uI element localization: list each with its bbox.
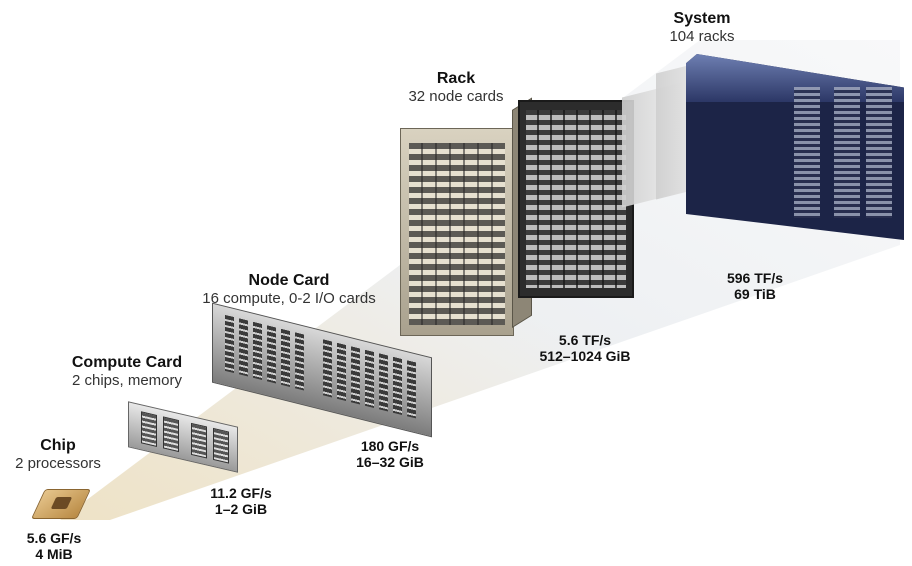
node-card-perf: 180 GF/s xyxy=(360,438,420,454)
rack-image xyxy=(400,128,514,336)
system-memory: 69 TiB xyxy=(734,286,776,303)
system-title: System xyxy=(673,10,731,27)
rack-specs: 5.6 TF/s 512–1024 GiB xyxy=(520,332,650,364)
chip-label: Chip 2 processors xyxy=(0,437,116,473)
system-perf: 596 TF/s xyxy=(726,270,784,286)
compute-card-memory: 1–2 GiB xyxy=(214,501,268,518)
compute-card-perf: 11.2 GF/s xyxy=(210,485,272,501)
node-card-label: Node Card 16 compute, 0-2 I/O cards xyxy=(186,272,392,308)
chip-title: Chip xyxy=(40,437,76,454)
rack-memory: 512–1024 GiB xyxy=(539,348,631,365)
rack-open-image xyxy=(518,100,634,298)
rack-label: Rack 32 node cards xyxy=(376,70,536,106)
system-specs: 596 TF/s 69 TiB xyxy=(700,270,810,302)
node-card-subtitle: 16 compute, 0-2 I/O cards xyxy=(202,290,376,308)
compute-card-label: Compute Card 2 chips, memory xyxy=(52,354,202,390)
system-label: System 104 racks xyxy=(632,10,772,46)
chip-memory: 4 MiB xyxy=(35,546,73,563)
rack-subtitle: 32 node cards xyxy=(408,88,504,106)
chip-specs: 5.6 GF/s 4 MiB xyxy=(4,530,104,562)
compute-card-title: Compute Card xyxy=(71,354,183,371)
system-subtitle: 104 racks xyxy=(669,28,735,46)
compute-card-specs: 11.2 GF/s 1–2 GiB xyxy=(186,485,296,517)
node-card-title: Node Card xyxy=(248,272,330,289)
rack-title: Rack xyxy=(436,70,476,87)
node-card-specs: 180 GF/s 16–32 GiB xyxy=(332,438,448,470)
node-card-memory: 16–32 GiB xyxy=(356,454,424,471)
compute-card-subtitle: 2 chips, memory xyxy=(71,372,183,390)
rack-perf: 5.6 TF/s xyxy=(558,332,612,348)
chip-perf: 5.6 GF/s xyxy=(26,530,82,546)
chip-subtitle: 2 processors xyxy=(15,455,101,473)
